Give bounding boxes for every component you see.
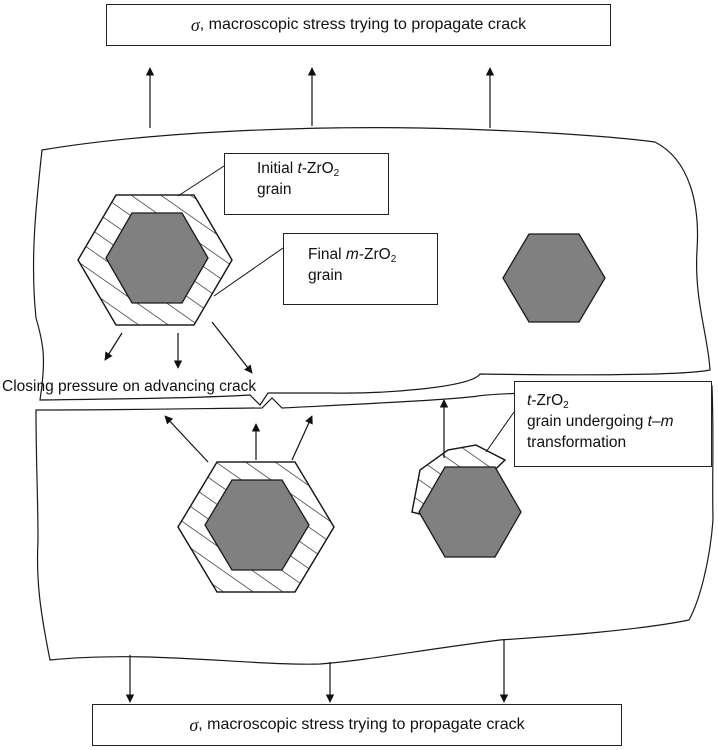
stress-box-top: σ, macroscopic stress trying to propagat… <box>106 4 611 46</box>
partially-transformed-grain-core <box>418 466 522 558</box>
final-grain-label-line2: grain <box>308 267 343 284</box>
initial-grain-label-line2: grain <box>257 181 292 198</box>
stress-box-bottom: σ, macroscopic stress trying to propagat… <box>92 704 622 746</box>
closing-arrow-upper-3 <box>211 321 253 374</box>
transforming-label-leader <box>485 411 515 453</box>
closing-pressure-label: Closing pressure on advancing crack <box>2 378 257 395</box>
closing-arrow-lower-1 <box>164 415 209 463</box>
lower-transformed-grain-outline <box>177 461 335 593</box>
final-grain-label-box: Final m-ZrO2 grain <box>283 233 438 305</box>
initial-t-zro2-grain-core <box>105 212 209 304</box>
closing-arrow-lower-3 <box>291 415 313 461</box>
untransformed-t-zro2-grain <box>502 233 606 323</box>
transforming-grain-label-line3: transformation <box>527 434 627 451</box>
transforming-grain-label-box: t-ZrO2 grain undergoing t–m transformati… <box>514 381 712 467</box>
final-m-zro2-grain-shell-outline <box>77 194 233 326</box>
lower-transformed-grain-core <box>204 479 310 571</box>
initial-grain-label-box: Initial t-ZrO2 grain <box>224 153 389 215</box>
initial-label-leader <box>177 165 225 197</box>
closing-arrow-upper-1 <box>104 332 123 361</box>
stress-label-top: , macroscopic stress trying to propagate… <box>199 16 527 33</box>
sigma-symbol-top: σ <box>190 14 200 35</box>
final-grain-label-line1: Final m-ZrO2 <box>308 246 397 265</box>
final-label-leader <box>213 247 284 297</box>
initial-grain-label-line1: Initial t-ZrO2 <box>257 160 340 179</box>
stress-label-bottom: , macroscopic stress trying to propagate… <box>198 716 525 733</box>
partially-transformed-grain-shell-outline <box>411 444 507 521</box>
transforming-grain-label-line1: t-ZrO2 <box>527 392 569 411</box>
transforming-grain-label-line2: grain undergoing t–m <box>527 413 674 430</box>
sigma-symbol-bottom: σ <box>189 714 199 735</box>
